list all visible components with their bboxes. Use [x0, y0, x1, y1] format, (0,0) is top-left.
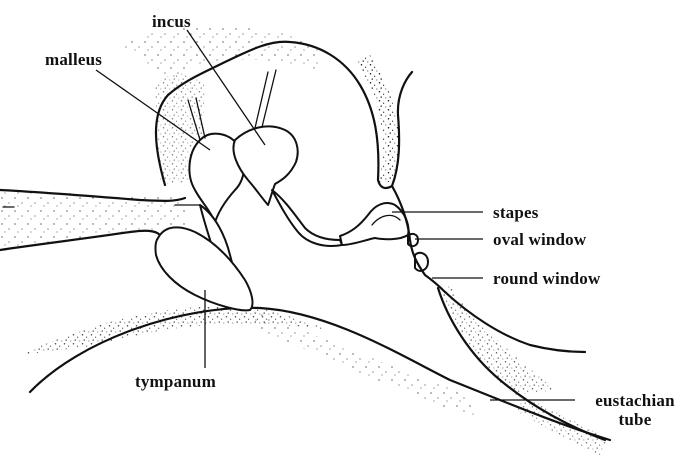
- label-malleus: malleus: [45, 50, 102, 69]
- label-eustachian-line2: tube: [580, 410, 690, 429]
- label-eustachian-line1: eustachian: [580, 391, 690, 410]
- ligament-3: [255, 72, 268, 128]
- label-tympanum: tympanum: [135, 372, 216, 391]
- label-eustachian-tube: eustachian tube: [580, 391, 690, 429]
- incus-long-process: [272, 190, 342, 246]
- ligament-4: [262, 70, 276, 127]
- label-stapes: stapes: [493, 203, 539, 222]
- label-round-window: round window: [493, 269, 600, 288]
- stapes-bone: [340, 203, 408, 245]
- tympanic-membrane: [155, 227, 252, 310]
- label-incus: incus: [152, 12, 191, 31]
- label-oval-window: oval window: [493, 230, 586, 249]
- incus-bone: [233, 126, 297, 205]
